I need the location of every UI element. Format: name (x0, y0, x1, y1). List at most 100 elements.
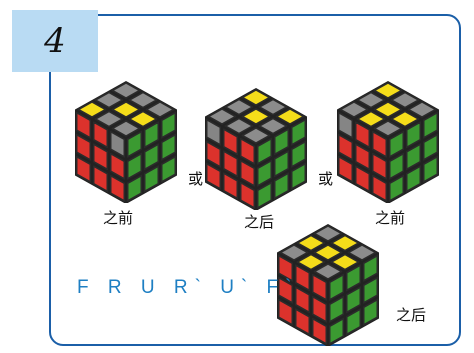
cube-sticker-front (75, 111, 92, 139)
cube-sticker-front (222, 172, 239, 200)
cube-sticker-front (311, 295, 328, 323)
cube-sticker-front (222, 150, 239, 178)
cube-sticker-right (160, 155, 177, 183)
cube-sticker-front (92, 165, 109, 193)
label-or-1: 或 (188, 170, 204, 188)
cube-sticker-right (160, 133, 177, 161)
cube-sticker-right (405, 165, 422, 193)
cube-sticker-right (143, 121, 160, 149)
cube-sticker-right (345, 286, 362, 314)
cube-sticker-top (241, 127, 271, 144)
cube-sticker-front (294, 308, 311, 336)
label-after-1: 之后 (244, 213, 275, 231)
cube-sticker-right (328, 295, 345, 323)
cube-sticker-front (277, 276, 294, 304)
cube-sticker-right (345, 264, 362, 292)
move-formula: F R U R` U` F` (77, 277, 299, 298)
cube-sticker-top (94, 110, 124, 128)
cube-sticker-right (273, 128, 290, 156)
cube-sticker-front (109, 174, 126, 202)
cube-after-1 (205, 88, 307, 210)
cube-sticker-right (362, 254, 379, 282)
cube-sticker-front (311, 317, 328, 345)
cube-sticker-top (128, 110, 158, 128)
cube-sticker-right (345, 308, 362, 336)
cube-sticker-right (388, 174, 405, 202)
cube-sticker-front (294, 264, 311, 292)
cube-sticker-front (205, 118, 222, 146)
cube-sticker-top (258, 117, 288, 135)
cube-sticker-front (311, 273, 328, 301)
cube-sticker-top (241, 108, 271, 125)
cube-sticker-right (362, 276, 379, 304)
step-number-tab: 4 (12, 10, 98, 72)
cube-sticker-top (77, 101, 107, 118)
cube-sticker-right (256, 181, 273, 209)
cube-sticker-top (258, 98, 288, 116)
cube-sticker-top (313, 263, 343, 280)
cube-sticker-front (371, 152, 388, 180)
label-after-2: 之后 (396, 306, 427, 324)
cube-sticker-top (275, 108, 305, 125)
cube-sticker-right (290, 140, 307, 168)
cube-before-2 (337, 81, 439, 203)
cube-sticker-right (388, 130, 405, 158)
cube-sticker-right (328, 273, 345, 301)
cube-sticker-front (277, 254, 294, 282)
cube-sticker-front (277, 298, 294, 326)
cube-sticker-front (354, 121, 371, 149)
cube-sticker-front (239, 137, 256, 165)
cube-sticker-top (390, 110, 420, 128)
step-number: 4 (44, 21, 66, 61)
cube-sticker-right (422, 155, 439, 183)
cube-sticker-top (128, 91, 158, 109)
cube-sticker-top (111, 120, 141, 137)
cube-sticker-top (313, 244, 343, 261)
cube-sticker-front (92, 143, 109, 171)
label-or-2: 或 (318, 170, 334, 188)
cube-sticker-front (92, 121, 109, 149)
cube-sticker-top (279, 244, 309, 261)
cube-sticker-top (390, 91, 420, 109)
cube-sticker-right (256, 159, 273, 187)
cube-sticker-front (222, 128, 239, 156)
label-before-1: 之前 (103, 209, 134, 227)
cube-sticker-front (337, 155, 354, 183)
cube-sticker-front (75, 155, 92, 183)
cube-sticker-top (145, 101, 175, 118)
cube-sticker-top (356, 110, 386, 128)
cube-sticker-front (109, 152, 126, 180)
cube-sticker-front (354, 165, 371, 193)
cube-before-1 (75, 81, 177, 203)
cube-sticker-top (347, 244, 377, 261)
cube-sticker-right (388, 152, 405, 180)
cube-sticker-top (339, 101, 369, 118)
cube-sticker-right (273, 172, 290, 200)
cube-sticker-top (407, 101, 437, 118)
cube-sticker-right (362, 298, 379, 326)
cube-sticker-front (75, 133, 92, 161)
cube-sticker-top (224, 98, 254, 116)
cube-sticker-right (160, 111, 177, 139)
cube-sticker-right (290, 162, 307, 190)
cube-sticker-right (126, 152, 143, 180)
cube-sticker-front (294, 286, 311, 314)
cube-sticker-top (330, 253, 360, 271)
cube-sticker-top (241, 89, 271, 106)
cube-sticker-front (239, 159, 256, 187)
cube-sticker-top (207, 108, 237, 125)
cube-sticker-right (126, 174, 143, 202)
cube-sticker-right (405, 143, 422, 171)
cube-sticker-top (296, 234, 326, 252)
cube-sticker-right (143, 143, 160, 171)
cube-sticker-front (371, 130, 388, 158)
cube-sticker-right (290, 118, 307, 146)
cube-sticker-right (256, 137, 273, 165)
cube-sticker-top (313, 225, 343, 242)
cube-sticker-right (405, 121, 422, 149)
cube-sticker-top (224, 117, 254, 135)
cube-sticker-front (239, 181, 256, 209)
cube-sticker-front (371, 174, 388, 202)
cube-sticker-front (205, 140, 222, 168)
cube-sticker-right (422, 133, 439, 161)
